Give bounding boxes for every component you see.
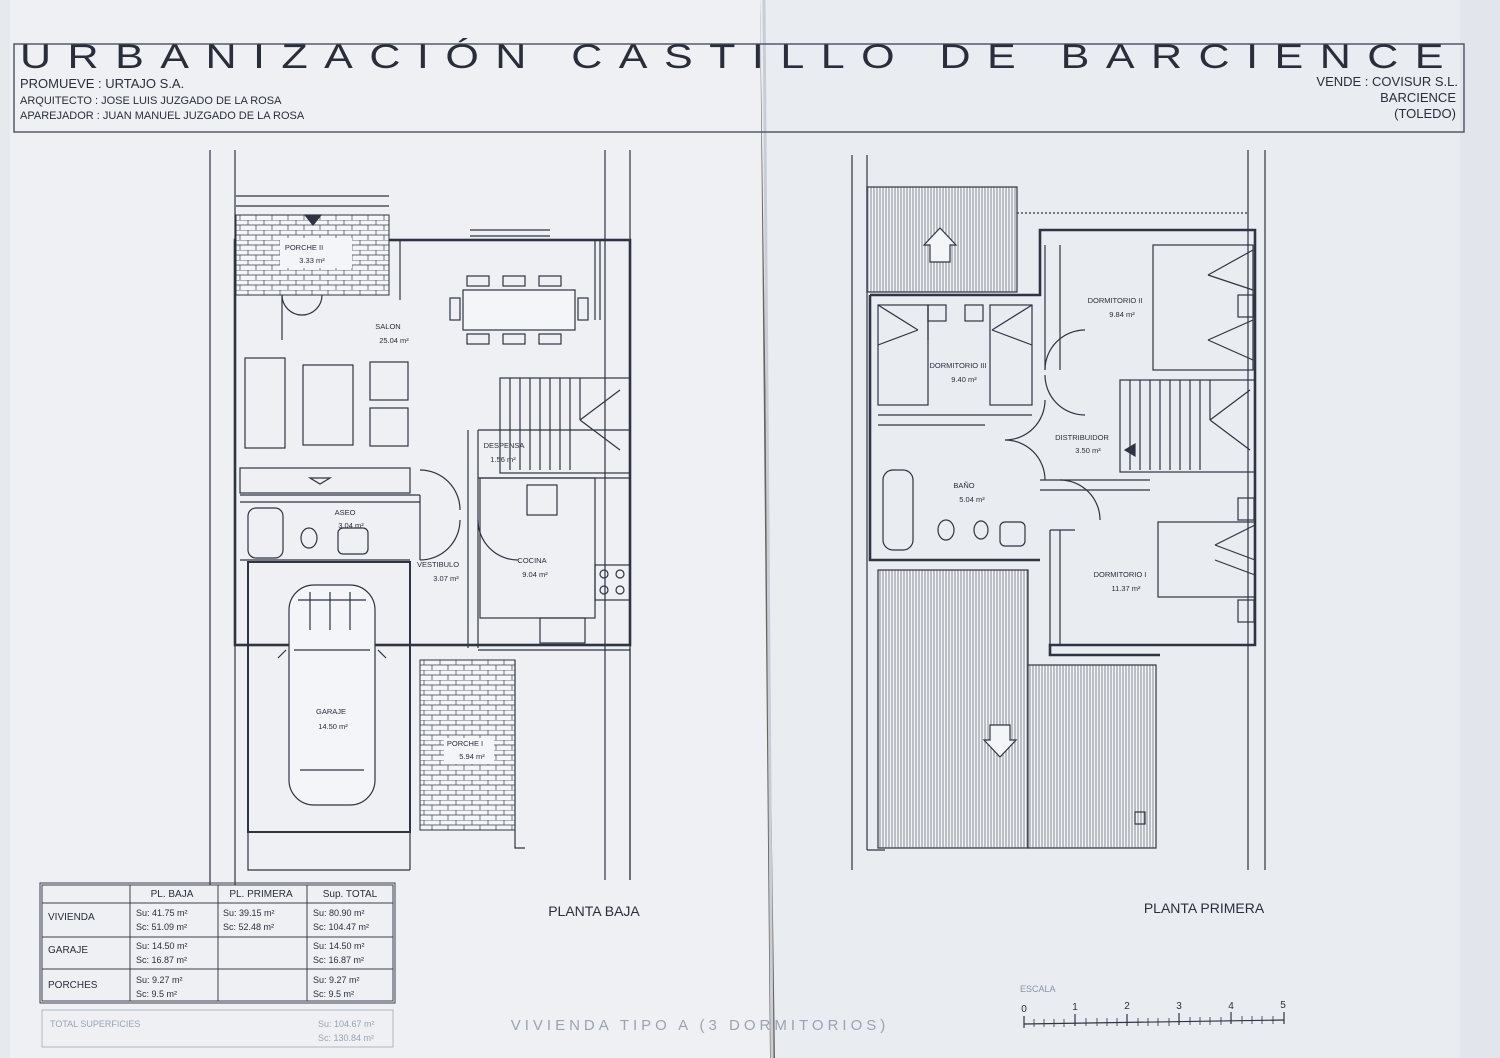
terrace-bottom bbox=[877, 569, 1029, 849]
scale-tick-2: 2 bbox=[1124, 1001, 1130, 1012]
room-label-porche-ii: PORCHE II bbox=[285, 243, 323, 252]
room-label-aseo: ASEO bbox=[335, 508, 356, 517]
car bbox=[288, 584, 376, 806]
room-label-porche-i: PORCHE I bbox=[447, 739, 483, 748]
first-floor-plan bbox=[851, 150, 1266, 870]
cell-vivienda-total-su: Su: 80.90 m² bbox=[313, 908, 365, 918]
row-label-garaje: GARAJE bbox=[48, 945, 88, 956]
room-label-dormitorio-ii: DORMITORIO II bbox=[1088, 296, 1143, 305]
surface-table: PL. BAJA PL. PRIMERA Sup. TOTAL VIVIENDA… bbox=[39, 882, 396, 1048]
scale-bar: ESCALA 0 1 2 3 4 5 bbox=[1020, 984, 1286, 1028]
room-label-bano: BAÑO bbox=[953, 481, 974, 490]
dwelling-type-label: VIVIENDA TIPO A (3 DORMITORIOS) bbox=[511, 1017, 890, 1034]
dining-table bbox=[462, 289, 576, 331]
cell-porches-total-sc: Sc: 9.5 m² bbox=[313, 989, 354, 999]
cell-porches-baja-su: Su: 9.27 m² bbox=[136, 975, 183, 985]
row-label-porches: PORCHES bbox=[48, 980, 98, 991]
promoter-label: PROMUEVE : URTAJO S.A. bbox=[20, 76, 184, 91]
scale-tick-3: 3 bbox=[1176, 1001, 1182, 1012]
scale-tick-1: 1 bbox=[1072, 1002, 1078, 1013]
cell-vivienda-baja-su: Su: 41.75 m² bbox=[136, 908, 188, 918]
stairs-first bbox=[1119, 379, 1256, 473]
room-area-porche-i: 5.94 m² bbox=[459, 752, 485, 761]
cell-vivienda-baja-sc: Sc: 51.09 m² bbox=[136, 922, 187, 932]
total-surfaces-sc: Sc: 130.84 m² bbox=[318, 1033, 374, 1043]
room-area-vestibulo: 3.07 m² bbox=[433, 574, 459, 583]
room-area-dormitorio-i: 11.37 m² bbox=[1111, 584, 1141, 593]
architect-label: ARQUITECTO : JOSE LUIS JUZGADO DE LA ROS… bbox=[20, 95, 282, 107]
room-label-salon: SALON bbox=[375, 322, 400, 331]
row-label-vivienda: VIVIENDA bbox=[48, 912, 95, 923]
cell-garaje-total-sc: Sc: 16.87 m² bbox=[313, 955, 364, 965]
total-surfaces-su: Su: 104.67 m² bbox=[318, 1019, 375, 1029]
room-area-cocina: 9.04 m² bbox=[522, 570, 548, 579]
table-header-primera: PL. PRIMERA bbox=[229, 889, 293, 900]
header-frame bbox=[13, 43, 1465, 133]
room-area-bano: 5.04 m² bbox=[959, 495, 985, 504]
plan-title-planta-baja: PLANTA BAJA bbox=[548, 903, 640, 919]
room-area-distribuidor: 3.50 m² bbox=[1075, 446, 1101, 455]
room-area-aseo: 3.04 m² bbox=[338, 521, 364, 530]
room-area-dormitorio-ii: 9.84 m² bbox=[1109, 310, 1135, 319]
cell-vivienda-primera-sc: Sc: 52.48 m² bbox=[223, 922, 274, 932]
ground-floor-labels: PORCHE II 3.33 m² SALON 25.04 m² DESPENS… bbox=[285, 243, 641, 919]
garage bbox=[247, 561, 411, 833]
room-area-despensa: 1.56 m² bbox=[490, 455, 516, 464]
cell-garaje-total-su: Su: 14.50 m² bbox=[313, 941, 365, 951]
room-label-vestibulo: VESTIBULO bbox=[417, 560, 459, 569]
cell-garaje-baja-su: Su: 14.50 m² bbox=[136, 941, 188, 951]
town-label: BARCIENCE bbox=[1380, 90, 1456, 105]
cell-vivienda-total-sc: Sc: 104.47 m² bbox=[313, 922, 369, 932]
table-header-baja: PL. BAJA bbox=[151, 889, 194, 900]
cell-garaje-baja-sc: Sc: 16.87 m² bbox=[136, 955, 187, 965]
scale-tick-4: 4 bbox=[1228, 1001, 1234, 1012]
room-label-garaje: GARAJE bbox=[316, 707, 346, 716]
seller-label: VENDE : COVISUR S.L. bbox=[1316, 74, 1458, 89]
surveyor-label: APAREJADOR : JUAN MANUEL JUZGADO DE LA R… bbox=[20, 110, 305, 122]
stairs-ground bbox=[499, 377, 631, 474]
terrace-bottom-2 bbox=[1027, 664, 1157, 849]
scale-tick-0: 0 bbox=[1021, 1004, 1027, 1015]
room-label-despensa: DESPENSA bbox=[484, 441, 525, 450]
room-area-salon: 25.04 m² bbox=[379, 336, 409, 345]
room-area-garaje: 14.50 m² bbox=[318, 722, 348, 731]
paper-left bbox=[0, 0, 770, 1058]
room-area-dormitorio-iii: 9.40 m² bbox=[951, 375, 977, 384]
room-label-distribuidor: DISTRIBUIDOR bbox=[1055, 433, 1109, 442]
room-area-porche-ii: 3.33 m² bbox=[299, 256, 325, 265]
scale-tick-5: 5 bbox=[1280, 1000, 1286, 1011]
plan-title-planta-primera: PLANTA PRIMERA bbox=[1144, 900, 1265, 916]
province-label: (TOLEDO) bbox=[1394, 106, 1456, 121]
cell-porches-total-su: Su: 9.27 m² bbox=[313, 975, 360, 985]
table-header-total: Sup. TOTAL bbox=[323, 889, 378, 900]
sofa bbox=[244, 357, 286, 449]
room-label-cocina: COCINA bbox=[517, 556, 546, 565]
project-title: URBANIZACIÓN CASTILLO DE BARCIENCE bbox=[20, 38, 1460, 76]
first-floor-labels: DORMITORIO II 9.84 m² DORMITORIO III 9.4… bbox=[930, 296, 1265, 916]
room-label-dormitorio-i: DORMITORIO I bbox=[1094, 570, 1147, 579]
room-label-dormitorio-iii: DORMITORIO III bbox=[930, 361, 987, 370]
cell-vivienda-primera-su: Su: 39.15 m² bbox=[223, 908, 275, 918]
cell-porches-baja-sc: Sc: 9.5 m² bbox=[136, 989, 177, 999]
scale-label: ESCALA bbox=[1020, 984, 1056, 994]
total-surfaces-label: TOTAL SUPERFICIES bbox=[50, 1019, 140, 1029]
ground-floor-plan bbox=[209, 150, 632, 885]
